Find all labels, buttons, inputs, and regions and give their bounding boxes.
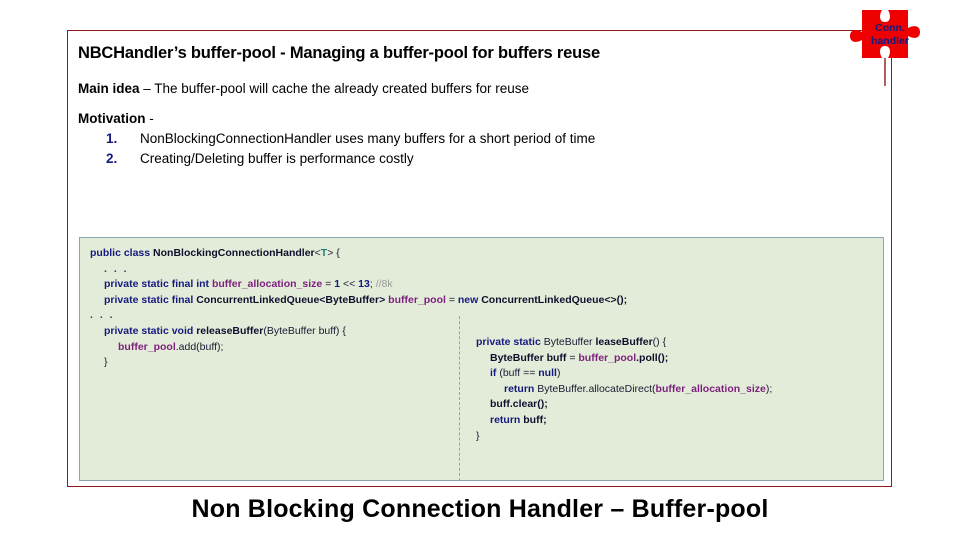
code-column-left: public class NonBlockingConnectionHandle…	[90, 246, 627, 371]
code-line: buffer_pool.add(buff);	[90, 340, 458, 356]
code-token: > {	[327, 247, 340, 259]
code-column-right: private static ByteBuffer leaseBuffer() …	[476, 335, 876, 444]
code-token: buff;	[523, 413, 547, 426]
code-line: ByteBuffer buff = buffer_pool.poll();	[476, 351, 876, 367]
conn-handler-puzzle-badge: Conn. handler	[838, 6, 942, 88]
code-line: private static ByteBuffer leaseBuffer() …	[476, 335, 876, 351]
code-token: NonBlockingConnectionHandler	[153, 247, 315, 259]
code-token: private static final int	[104, 278, 212, 291]
code-token: private static void	[104, 324, 197, 337]
code-token: private static final	[104, 293, 197, 306]
motivation-item-text: NonBlockingConnectionHandler uses many b…	[140, 131, 596, 146]
code-token: if	[490, 367, 500, 380]
code-token: =	[322, 278, 335, 291]
main-idea-label: Main idea	[78, 81, 140, 96]
puzzle-piece-icon	[850, 10, 920, 86]
code-token: ByteBuffer.allocateDirect(	[537, 382, 656, 395]
code-token: leaseBuffer	[595, 336, 653, 348]
motivation-item-number: 2.	[106, 151, 118, 166]
code-token: return	[490, 413, 524, 426]
motivation-list: 1. NonBlockingConnectionHandler uses many…	[78, 131, 878, 166]
main-idea-text: – The buffer-pool will cache the already…	[139, 81, 529, 96]
code-token: (ByteBuffer buff) {	[263, 324, 346, 337]
code-line: if (buff == null)	[476, 366, 876, 382]
motivation-item-text: Creating/Deleting buffer is performance …	[140, 151, 414, 166]
code-token: buffer_pool	[388, 293, 446, 306]
code-token: 1	[334, 278, 341, 291]
code-token: }	[104, 356, 108, 369]
page-title: NBCHandler’s buffer-pool - Managing a bu…	[78, 44, 600, 62]
code-token: ConcurrentLinkedQueue<ByteBuffer>	[196, 293, 389, 306]
motivation-label-dash: -	[145, 111, 154, 126]
code-sample-block: public class NonBlockingConnectionHandle…	[79, 237, 884, 481]
code-line: private static final int buffer_allocati…	[90, 277, 458, 293]
code-token: ConcurrentLinkedQueue<>();	[481, 293, 628, 306]
code-token: () {	[652, 336, 667, 348]
code-token: null	[538, 367, 557, 380]
code-token: //8k	[375, 278, 393, 291]
motivation-label-text: Motivation	[78, 111, 146, 126]
code-token: T	[320, 247, 328, 259]
slide-content-box: NBCHandler’s buffer-pool - Managing a bu…	[67, 30, 892, 487]
code-token: .add(buff);	[175, 340, 224, 353]
code-token: public class	[90, 247, 154, 259]
code-token: buffer_allocation_size	[655, 382, 766, 395]
motivation-item: 1. NonBlockingConnectionHandler uses many…	[78, 131, 878, 146]
code-line: }	[476, 429, 876, 445]
code-line: return ByteBuffer.allocateDirect(buffer_…	[476, 382, 876, 398]
code-line: . . .	[90, 262, 458, 278]
motivation-block: Motivation - 1. NonBlockingConnectionHand…	[78, 111, 878, 166]
code-token: 13	[358, 278, 370, 291]
code-line: public class NonBlockingConnectionHandle…	[90, 246, 458, 262]
code-token: )	[556, 367, 561, 380]
code-token: releaseBuffer	[196, 324, 264, 337]
code-token: new	[457, 293, 482, 306]
code-token: . . .	[104, 262, 129, 275]
code-token: buffer_pool	[118, 340, 176, 353]
code-column-divider	[459, 316, 460, 481]
code-line: private static void releaseBuffer(ByteBu…	[90, 324, 458, 340]
bottom-title: Non Blocking Connection Handler – Buffer…	[191, 495, 769, 523]
main-idea-line: Main idea – The buffer-pool will cache t…	[78, 81, 878, 96]
code-token: buff.clear();	[490, 398, 548, 411]
code-token: . . .	[90, 309, 115, 322]
code-token: <<	[340, 278, 359, 291]
code-token: }	[476, 429, 480, 442]
code-token: return	[504, 382, 538, 395]
code-line: . . .	[90, 308, 458, 324]
motivation-label: Motivation -	[78, 111, 878, 126]
code-token: <	[314, 247, 321, 259]
code-token: (buff ==	[499, 367, 539, 380]
code-token: =	[445, 293, 458, 306]
code-token: buffer_pool	[578, 351, 637, 364]
motivation-item-number: 1.	[106, 131, 118, 146]
code-token: .poll();	[636, 351, 669, 364]
code-token: ;	[369, 278, 376, 291]
code-token: );	[765, 382, 773, 395]
code-line: buff.clear();	[476, 397, 876, 413]
motivation-item: 2. Creating/Deleting buffer is performanc…	[78, 151, 878, 166]
code-token: buffer_allocation_size	[211, 278, 323, 291]
code-token: ByteBuffer	[543, 336, 596, 348]
code-token: private static	[476, 336, 544, 348]
code-token: =	[566, 351, 579, 364]
code-token: ByteBuffer buff	[490, 351, 567, 364]
code-line: }	[90, 355, 458, 371]
code-line: return buff;	[476, 413, 876, 429]
code-line: private static final ConcurrentLinkedQue…	[90, 293, 627, 309]
puzzle-piece-shape	[850, 10, 920, 58]
